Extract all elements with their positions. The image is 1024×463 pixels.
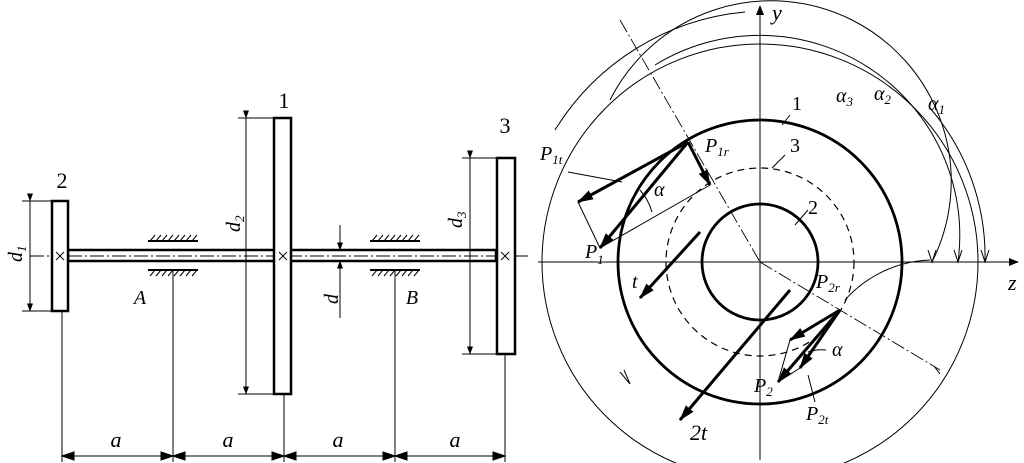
circle-gear-2 [700,202,820,322]
dim-d3 [462,150,497,355]
radial-line-2 [759,261,941,371]
bearing-a-label: A [132,287,147,309]
span-1-label: a [111,427,122,452]
p1-parallelogram-1 [599,184,711,249]
force-p2-arrow [776,309,842,383]
tangent-t-label: t [632,271,638,293]
gear-3-body [495,156,517,356]
span-ticks [60,451,507,461]
dim-d2 [238,110,274,395]
p1-alpha-label: α [654,179,665,201]
force-p2r-arrow [789,308,841,342]
circle-3-label: 3 [790,135,800,157]
gear-1-number: 1 [279,88,290,113]
force-p1r-arrow [686,141,712,186]
gear-2-number: 2 [57,168,68,193]
circle-1-label: 1 [792,93,802,115]
radial-line-1 [619,19,761,263]
span-4-label: a [450,427,461,452]
force-p1t-arrow [577,140,689,204]
alpha-2-label: α2 [874,83,892,107]
z-axis-label: z [1007,270,1017,295]
gear-center-marks [55,251,510,261]
force-diagram: y z 1 3 2 α3 α2 α1 [538,0,1019,463]
p2-parallelogram-1 [777,339,791,383]
y-axis-label: y [770,0,782,25]
tangent-t-arrow [638,230,702,300]
alpha-1-label: α1 [928,93,945,117]
dim-d1 [22,193,52,312]
p2r-label: P2r [815,271,841,295]
shaft-diagram: 2 1 3 A [5,88,528,462]
p2-alpha-label: α [832,339,843,361]
tangent-2t-label: 2t [690,420,708,445]
outer-reference-circle [541,43,979,463]
bearing-b-label: B [406,287,418,309]
dim-shaft-d-label: d [321,293,343,304]
p2-alpha-arc [807,349,827,353]
dim-d1-label: d1 [5,246,29,263]
tangent-2t-arrow [678,289,792,421]
p1t-label: P1t [539,143,563,167]
circle-2-label: 2 [808,197,818,219]
alpha-2-arc [654,34,961,263]
lower-small-arc [844,259,931,301]
p2-parallelogram-2 [777,367,801,383]
alpha-3-arc [609,0,952,263]
dim-d2-label: d2 [223,215,247,232]
gear-3-number: 3 [500,113,511,138]
p1-alpha-arc [639,189,653,213]
bearing-b [370,234,420,277]
span-extension-lines [61,270,506,462]
span-3-label: a [333,427,344,452]
p2-label: P2 [753,375,773,399]
circle-gear-3 [665,167,855,357]
alpha-3-label: α3 [836,85,854,109]
dim-d3-label: d3 [445,211,469,228]
p1-parallelogram-2 [577,201,601,249]
upper-angle-arc [554,11,746,131]
p2t-label: P2t [805,403,829,427]
p1r-label: P1r [704,135,730,159]
span-2-label: a [223,427,234,452]
p1-label: P1 [584,241,604,267]
circle-gear-1 [616,118,904,406]
